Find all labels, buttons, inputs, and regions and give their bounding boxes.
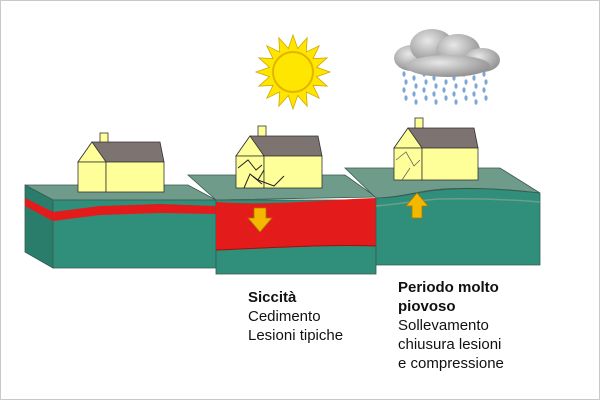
rain-drop [472,91,476,97]
rain-line-1: Sollevamento [398,317,489,334]
sun-icon [254,33,332,111]
rain-title-line-1: Periodo molto [398,279,499,296]
drought-line-2: Lesioni tipiche [248,327,344,344]
rain-drop [482,87,486,93]
rain-drop [414,99,418,105]
rain-line-2: chiusura lesioni [398,336,502,353]
drought-line-1: Cedimento [248,308,321,325]
house-icon [77,132,165,193]
rain-drop [484,79,488,85]
rain-drop [482,71,486,77]
crack-lines [237,159,265,189]
rain-drop [432,75,436,81]
rain-cloud-icon [394,29,500,105]
clay-layer [25,198,216,221]
drought-title: Siccità [248,289,297,306]
rain-drop [434,83,438,89]
soil-block-normal [24,184,217,269]
rain-drop [464,79,468,85]
rain-drop [444,79,448,85]
crack-lines [257,175,285,187]
rain-drop [444,95,448,101]
rain-drop [452,91,456,97]
rain-drop [442,87,446,93]
rain-drop [412,91,416,97]
rain-drop [472,75,476,81]
rain-drop [474,83,478,89]
drought-caption: Siccità Cedimento Lesioni tipiche [248,288,388,345]
rain-drop [424,95,428,101]
rain-drop [402,71,406,77]
house-icon [393,117,479,181]
up-arrow-icon [405,192,429,219]
rain-caption: Periodo molto piovoso Sollevamento chius… [398,278,558,373]
house-icon [235,125,323,189]
clay-boundary [215,244,377,251]
swelling-line [375,197,541,207]
rain-title-line-2: piovoso [398,298,456,315]
rain-drop [474,99,478,105]
rain-drop [422,87,426,93]
rain-drop [402,87,406,93]
rain-drop [432,91,436,97]
block-side [24,184,54,269]
rain-drop [414,83,418,89]
rain-drop [454,99,458,105]
rain-drop [404,95,408,101]
rain-drop [412,75,416,81]
rain-drop [464,95,468,101]
rain-line-3: e compressione [398,355,504,372]
rain-drop [462,87,466,93]
closed-crack-lines [395,151,421,181]
rain-drop [434,99,438,105]
rain-drop [454,83,458,89]
sun-disc [272,51,314,93]
clay-layer [216,198,376,250]
rain-drop [484,95,488,101]
down-arrow-icon [247,207,273,233]
rain-drop [424,79,428,85]
soil-block-drought [186,174,378,275]
rain-drop [404,79,408,85]
